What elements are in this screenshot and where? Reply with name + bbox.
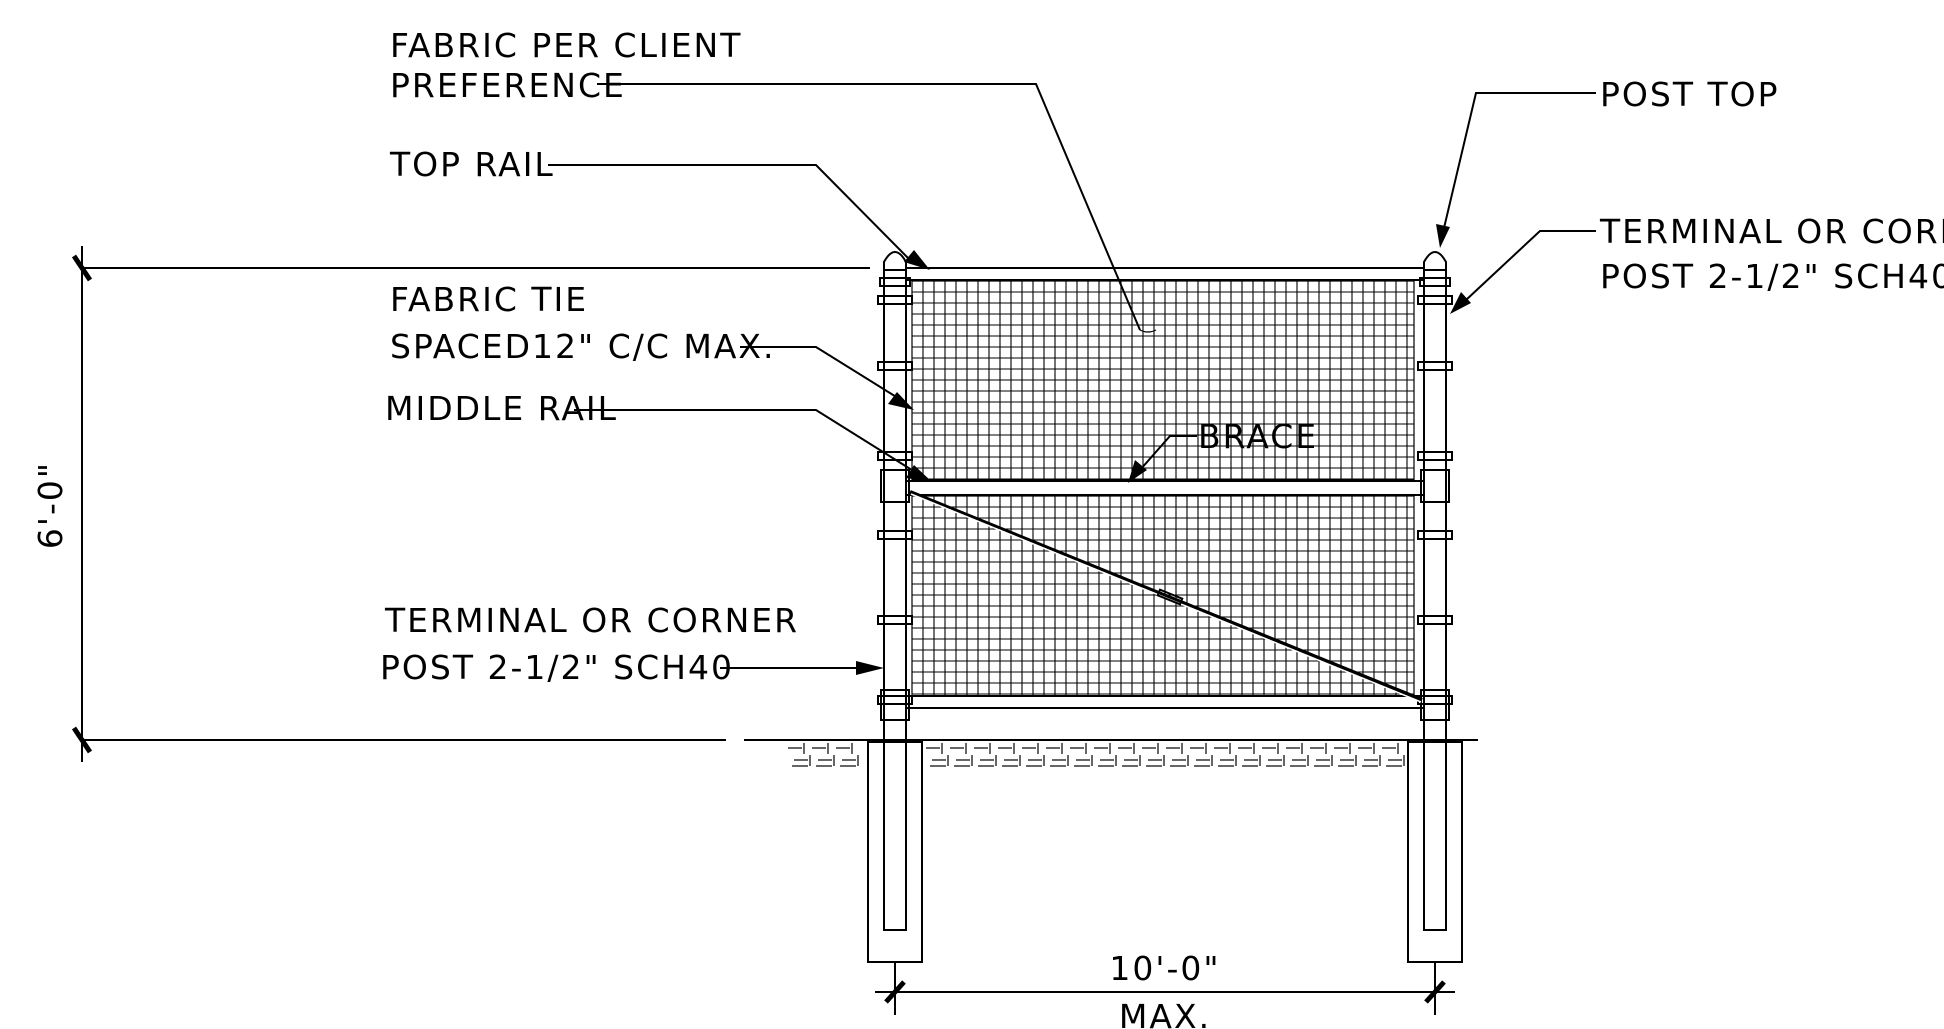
fabric-tie-label-line2: SPACED12" C/C MAX. bbox=[390, 327, 776, 366]
post-top-label: POST TOP bbox=[1600, 75, 1780, 114]
callout-middle-rail: MIDDLE RAIL bbox=[385, 389, 932, 482]
fabric-tie-label-line1: FABRIC TIE bbox=[390, 280, 588, 319]
callout-brace: BRACE bbox=[1128, 417, 1318, 483]
height-dimension-label: 6'-0" bbox=[31, 461, 70, 549]
brace-label: BRACE bbox=[1198, 417, 1318, 456]
terminal-right-label-line1: TERMINAL OR CORNER bbox=[1599, 212, 1944, 251]
bottom-rail bbox=[905, 695, 1425, 709]
callout-post-top: POST TOP bbox=[1436, 75, 1780, 248]
right-post bbox=[1407, 251, 1463, 963]
callout-fabric-tie: FABRIC TIE SPACED12" C/C MAX. bbox=[390, 280, 914, 410]
fabric-label-line1: FABRIC PER CLIENT bbox=[390, 26, 742, 65]
ground-hatch bbox=[788, 743, 1405, 767]
middle-rail bbox=[905, 480, 1425, 496]
callout-terminal-post-left: TERMINAL OR CORNER POST 2-1/2" SCH40 bbox=[380, 601, 884, 687]
top-rail-label: TOP RAIL bbox=[389, 145, 555, 184]
width-dimension: 10'-0" MAX. bbox=[875, 949, 1455, 1029]
diagonal-brace bbox=[909, 490, 1423, 703]
fabric-label-line2: PREFERENCE bbox=[390, 66, 626, 105]
fence-fabric-mesh bbox=[911, 280, 1415, 697]
terminal-left-label-line2: POST 2-1/2" SCH40 bbox=[380, 648, 734, 687]
callout-top-rail: TOP RAIL bbox=[389, 145, 930, 270]
callout-fabric: FABRIC PER CLIENT PREFERENCE bbox=[390, 26, 1157, 333]
top-rail bbox=[905, 267, 1425, 281]
terminal-right-label-line2: POST 2-1/2" SCH40 bbox=[1600, 257, 1944, 296]
terminal-left-label-line1: TERMINAL OR CORNER bbox=[384, 601, 799, 640]
middle-rail-label: MIDDLE RAIL bbox=[385, 389, 618, 428]
width-dimension-note: MAX. bbox=[1119, 997, 1211, 1029]
height-dimension: 6'-0" bbox=[31, 246, 1478, 762]
callout-terminal-post-right: TERMINAL OR CORNER POST 2-1/2" SCH40 bbox=[1450, 212, 1944, 314]
width-dimension-label: 10'-0" bbox=[1109, 949, 1220, 988]
